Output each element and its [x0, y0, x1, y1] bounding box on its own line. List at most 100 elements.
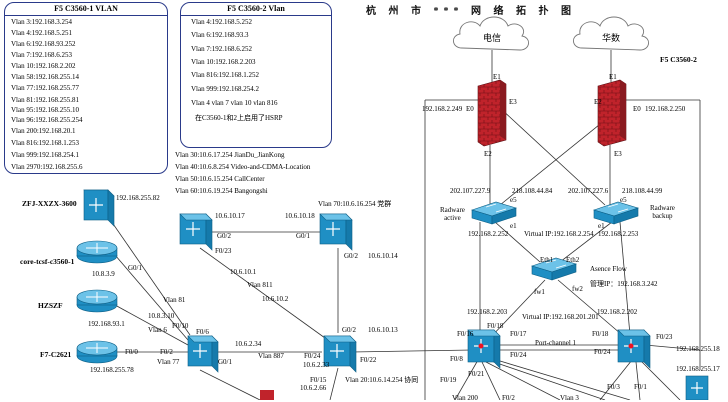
- vlan-line: Vlan 10:192.168.2.202: [11, 62, 76, 70]
- device-f5-2-label: F5 C3560-2: [660, 55, 697, 64]
- vlan-line: Vlan 999:192.168.254.2: [191, 85, 260, 93]
- port-label: F0/21: [468, 370, 485, 378]
- port-label: F0/23: [656, 333, 673, 341]
- port-label: F0/8: [450, 355, 463, 363]
- port-label: G0/2: [342, 326, 356, 334]
- port-label: F0/16: [457, 330, 474, 338]
- port-label: fw1: [534, 288, 545, 296]
- ip-label: 192.168.2.202: [597, 308, 638, 316]
- ip-label: 192.168.255.17: [676, 365, 720, 373]
- vlan-line: Vlan 999:192.168.254.1: [11, 151, 80, 159]
- vlan-line: Vlan 6:192.168.93.252: [11, 40, 76, 48]
- ip-label: 218.108.44.84: [512, 187, 553, 195]
- port-label: F0/17: [510, 330, 527, 338]
- vlan-label: Vlan 81: [163, 296, 186, 304]
- port-label: E3: [509, 98, 517, 106]
- vlan-note: Vlan 50:10.6.15.254 CallCenter: [175, 175, 265, 183]
- vlan-label: Vlan 20:10.6.14.254 协同: [345, 376, 419, 384]
- vlan-line: Vlan 816:192.168.1.253: [11, 139, 80, 147]
- vlan-box-right: F5 C3560-2 Vlan Vlan 4:192.168.5.252 Vla…: [180, 2, 332, 148]
- ip-label: 10.6.2.33: [303, 361, 330, 369]
- vlan-line: 在C3560-1和2上启用了HSRP: [195, 114, 283, 122]
- vlan-label: Vlan 70:10.6.16.254 党群: [318, 200, 392, 208]
- ip-label: 10.6.10.18: [285, 212, 315, 220]
- device-hzszf-label: HZSZF: [38, 301, 63, 310]
- port-label: e1: [510, 222, 517, 230]
- vlan-label: Vlan 3: [560, 394, 579, 402]
- ip-label: 192.168.255.18: [676, 345, 720, 353]
- vlan-line: Vlan 96:192.168.255.254: [11, 116, 83, 124]
- port-label: F0/24: [304, 352, 321, 360]
- ip-label: 192.168.255.78: [90, 366, 134, 374]
- vlan-line: Vlan 81:192.168.255.81: [11, 96, 80, 104]
- port-label: F0/6: [196, 328, 209, 336]
- port-label: e5: [620, 196, 627, 204]
- port-label: G0/1: [128, 264, 142, 272]
- port-label: F0/23: [215, 247, 232, 255]
- vlan-line: Vlan 58:192.168.255.14: [11, 73, 80, 81]
- ip-label: 192.168.2.253: [598, 230, 639, 238]
- port-label: E2: [484, 150, 492, 158]
- device-core-label: core-tcsf-c3560-1: [20, 257, 75, 266]
- ip-label: 192.168.2.249: [422, 105, 463, 113]
- vlan-line: Vlan 4 vlan 7 vlan 10 vlan 816: [191, 99, 278, 107]
- port-label: Eth2: [566, 256, 580, 264]
- vlan-line: Vlan 77:192.168.255.77: [11, 84, 80, 92]
- port-label: e5: [510, 196, 517, 204]
- cloud-left-label: 电信: [483, 33, 502, 43]
- vlan-label: Vlan 6: [148, 326, 167, 334]
- vlan-label: Vlan 811: [247, 281, 273, 289]
- ip-label: 192.168.255.82: [116, 194, 160, 202]
- vlan-line: Vlan 200:192.168.20.1: [11, 127, 76, 135]
- ip-label: 10.8.3.9: [92, 270, 115, 278]
- vlan-line: Vlan 2970:192.168.255.6: [11, 163, 83, 171]
- vlan-line: Vlan 95:192.168.255.10: [11, 106, 80, 114]
- vlan-note: Vlan 40:10.6.8.254 Video-and-CDMA-Locati…: [175, 163, 311, 171]
- port-label: G0/1: [218, 358, 232, 366]
- vlan-line: Vlan 7:192.168.6.253: [11, 51, 73, 59]
- ip-label: 202.107.227.9: [450, 187, 491, 195]
- port-label: G0/1: [296, 232, 310, 240]
- port-label: F0/2: [160, 348, 173, 356]
- vlan-box-right-title: F5 C3560-2 Vlan: [181, 3, 331, 16]
- port-label: F0/22: [360, 356, 377, 364]
- vlan-line: Vlan 7:192.168.6.252: [191, 45, 253, 53]
- ascence-label: Asence Flow: [590, 265, 627, 273]
- cloud-right-label: 华数: [602, 33, 621, 43]
- vlan-box-left: F5 C3560-1 VLAN Vlan 3:192.168.3.254 Vla…: [4, 2, 168, 174]
- ip-label: 192.168.93.1: [88, 320, 125, 328]
- ip-label: 202.107.227.6: [568, 187, 609, 195]
- vlan-note: Vlan 60:10.6.19.254 Bangongshi: [175, 187, 268, 195]
- port-label: G0/2: [344, 252, 358, 260]
- device-zfj-label: ZFJ-XXZX-3600: [22, 199, 77, 208]
- port-label: E3: [614, 150, 622, 158]
- vlan-label: Vlan 200: [452, 394, 478, 402]
- port-label: Port-channel 1: [535, 339, 577, 347]
- vlan-label: Vlan 887: [258, 352, 284, 360]
- vlan-line: Vlan 3:192.168.3.254: [11, 18, 73, 26]
- port-label: F0/18: [487, 322, 504, 330]
- port-label: F0/0: [125, 348, 138, 356]
- port-label: F0/3: [607, 383, 620, 391]
- port-label: e1: [598, 222, 605, 230]
- vlan-note: Vlan 30:10.6.17.254 JianDu_JianKong: [175, 151, 285, 159]
- ip-label: 10.6.10.13: [368, 326, 398, 334]
- vlan-line: Vlan 10:192.168.2.203: [191, 58, 256, 66]
- vlan-line: Vlan 4:192.168.5.252: [191, 18, 253, 26]
- vlan-box-left-title: F5 C3560-1 VLAN: [5, 3, 167, 16]
- port-label: E1: [609, 73, 617, 81]
- ip-label: 10.6.10.1: [230, 268, 257, 276]
- port-label: E0: [466, 105, 474, 113]
- port-label: F0/15: [310, 376, 327, 384]
- port-label: F0/2: [502, 394, 515, 402]
- ip-label: 192.168.2.203: [467, 308, 508, 316]
- port-label: G0/2: [217, 232, 231, 240]
- ip-label: 10.6.10.14: [368, 252, 398, 260]
- diagram-title: 杭 州 市 *** 网 络 拓 扑 图: [366, 6, 576, 17]
